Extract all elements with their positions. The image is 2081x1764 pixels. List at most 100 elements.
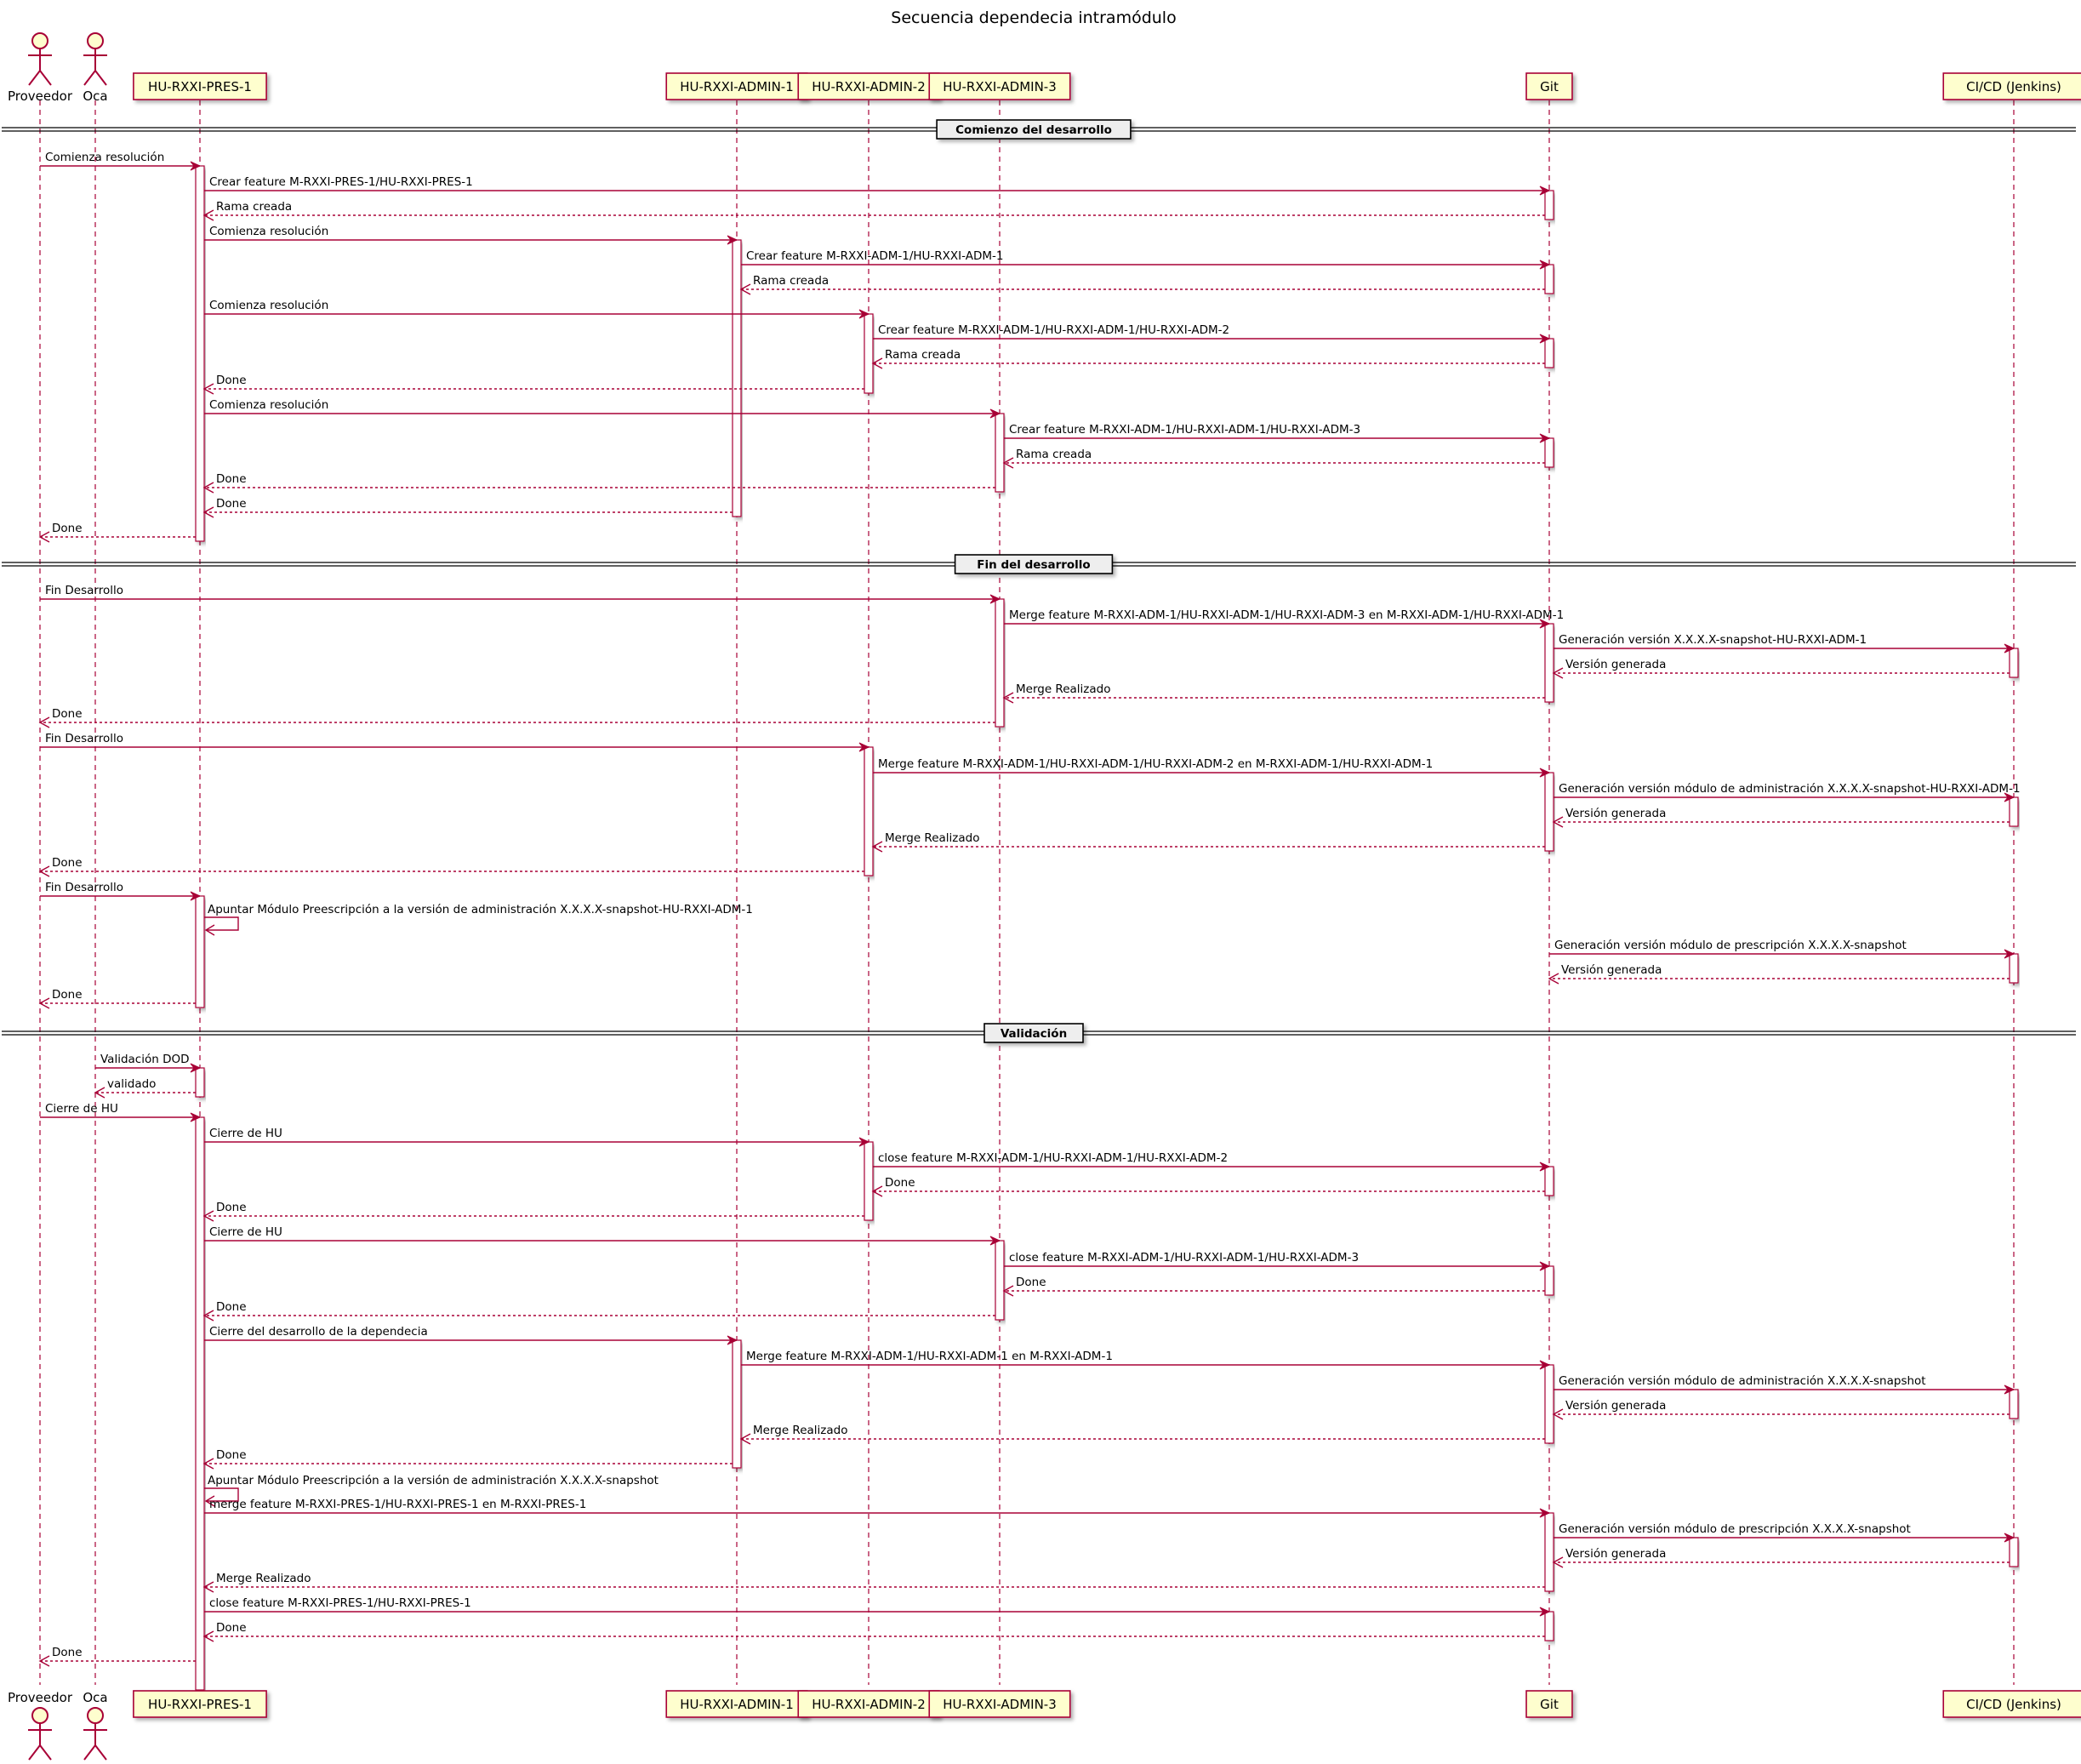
participant-box bbox=[665, 72, 808, 100]
message-label: Done bbox=[216, 1448, 247, 1462]
participant-adm3-bottom: HU-RXXI-ADMIN-3 bbox=[928, 1690, 1071, 1718]
message-line bbox=[204, 916, 239, 931]
message-label: Crear feature M-RXXI-ADM-1/HU-RXXI-ADM-1… bbox=[878, 323, 1229, 337]
divider-label: Comienzo del desarrollo bbox=[955, 123, 1112, 137]
activation-adm1 bbox=[732, 1339, 742, 1469]
activation-ci bbox=[2009, 1389, 2019, 1419]
participant-prov-bottom: Proveedor bbox=[8, 1690, 73, 1761]
message-54: Versión generada bbox=[1552, 1547, 2010, 1568]
arrowhead bbox=[871, 357, 883, 369]
message-26: Versión generada bbox=[1552, 807, 2010, 828]
arrowhead bbox=[1548, 973, 1559, 985]
arrowhead bbox=[871, 841, 883, 853]
message-35: validado bbox=[94, 1077, 196, 1099]
arrowhead bbox=[1002, 457, 1014, 469]
message-label: Done bbox=[216, 472, 247, 486]
arrowhead bbox=[190, 161, 202, 171]
message-label: close feature M-RXXI-ADM-1/HU-RXXI-ADM-1… bbox=[878, 1151, 1228, 1165]
message-label: Merge Realizado bbox=[1016, 682, 1110, 696]
message-36: Cierre de HU bbox=[40, 1102, 202, 1122]
participant-box bbox=[928, 72, 1071, 100]
actor-leg bbox=[83, 1744, 96, 1761]
message-label: Done bbox=[1016, 1276, 1046, 1289]
actor-leg bbox=[28, 70, 41, 86]
message-58: Done bbox=[38, 1646, 196, 1667]
message-45: Cierre del desarrollo de la dependecia bbox=[204, 1325, 738, 1345]
arrowhead bbox=[190, 891, 202, 901]
participant-label: Proveedor bbox=[8, 1690, 73, 1705]
arrowhead bbox=[38, 997, 50, 1009]
message-8: Crear feature M-RXXI-ADM-1/HU-RXXI-ADM-1… bbox=[873, 323, 1551, 344]
message-7: Comienza resolución bbox=[204, 299, 870, 319]
divider-2: Fin del desarrollo bbox=[2, 554, 2076, 574]
arrowhead bbox=[38, 531, 50, 543]
message-27: Merge Realizado bbox=[871, 831, 1545, 853]
message-label: Comienza resolución bbox=[45, 151, 164, 164]
message-29: Fin Desarrollo bbox=[40, 881, 202, 901]
message-28: Done bbox=[38, 856, 864, 877]
arrowhead bbox=[871, 1185, 883, 1197]
participant-oca-top: Oca bbox=[83, 32, 108, 104]
activation-adm2 bbox=[864, 1141, 874, 1221]
arrowhead bbox=[2004, 1533, 2015, 1543]
arrowhead bbox=[204, 924, 215, 936]
message-5: Crear feature M-RXXI-ADM-1/HU-RXXI-ADM-1 bbox=[741, 249, 1551, 270]
message-53: Generación versión módulo de prescripció… bbox=[1554, 1522, 2015, 1543]
activation-git bbox=[1544, 1512, 1554, 1592]
message-23: Fin Desarrollo bbox=[40, 732, 870, 752]
divider-box bbox=[936, 119, 1132, 140]
activation-adm3 bbox=[995, 413, 1005, 493]
message-20: Versión generada bbox=[1552, 658, 2010, 679]
message-label: Validación DOD bbox=[100, 1053, 190, 1066]
message-3: Rama creada bbox=[202, 200, 1545, 221]
participant-adm2-top: HU-RXXI-ADMIN-2 bbox=[797, 72, 940, 100]
actor-icon bbox=[87, 1707, 104, 1724]
message-57: Done bbox=[202, 1621, 1545, 1642]
message-label: Versión generada bbox=[1565, 1547, 1666, 1561]
message-15: Done bbox=[202, 497, 733, 518]
actor-leg bbox=[83, 70, 96, 86]
arrowhead bbox=[989, 1236, 1001, 1246]
activation-git bbox=[1544, 623, 1554, 703]
arrowhead bbox=[38, 865, 50, 877]
participant-box bbox=[133, 1690, 267, 1718]
message-47: Generación versión módulo de administrac… bbox=[1554, 1374, 2015, 1395]
participant-label: Git bbox=[1540, 79, 1559, 94]
arrowhead bbox=[202, 1581, 214, 1593]
activation-adm3 bbox=[995, 1240, 1005, 1321]
arrowhead bbox=[38, 1655, 50, 1667]
activation-adm1 bbox=[732, 239, 742, 517]
message-11: Comienza resolución bbox=[204, 398, 1001, 419]
message-label: Done bbox=[216, 1201, 247, 1214]
message-46: Merge feature M-RXXI-ADM-1/HU-RXXI-ADM-1… bbox=[741, 1350, 1551, 1370]
arrowhead bbox=[1539, 186, 1551, 196]
participant-box bbox=[1525, 1690, 1573, 1718]
message-label: Generación versión módulo de prescripció… bbox=[1559, 1522, 1911, 1536]
participant-label: HU-RXXI-ADMIN-3 bbox=[943, 79, 1057, 94]
message-label: Apuntar Módulo Preescripción a la versió… bbox=[208, 1474, 659, 1487]
message-label: Crear feature M-RXXI-PRES-1/HU-RXXI-PRES… bbox=[209, 175, 473, 189]
participant-adm1-bottom: HU-RXXI-ADMIN-1 bbox=[665, 1690, 808, 1718]
arrowhead bbox=[1539, 768, 1551, 778]
divider-box bbox=[954, 554, 1114, 574]
activation-git bbox=[1544, 437, 1554, 468]
message-33: Done bbox=[38, 988, 196, 1009]
message-55: Merge Realizado bbox=[202, 1572, 1545, 1593]
arrowhead bbox=[858, 1137, 870, 1147]
message-label: close feature M-RXXI-PRES-1/HU-RXXI-PRES… bbox=[209, 1596, 471, 1610]
arrowhead bbox=[2004, 1384, 2015, 1395]
arrowhead bbox=[202, 1310, 214, 1322]
arrowhead bbox=[727, 1335, 738, 1345]
message-6: Rama creada bbox=[739, 274, 1545, 295]
message-50: Done bbox=[202, 1448, 733, 1470]
diagram-title: Secuencia dependecia intramódulo bbox=[891, 9, 1176, 27]
participant-ci-bottom: CI/CD (Jenkins) bbox=[1942, 1690, 2081, 1718]
divider-label: Validación bbox=[1001, 1027, 1067, 1041]
message-label: Done bbox=[52, 1646, 83, 1659]
activation-git bbox=[1544, 264, 1554, 294]
actor-leg bbox=[94, 1744, 107, 1761]
actor-leg bbox=[28, 1744, 41, 1761]
participant-box bbox=[1942, 1690, 2081, 1718]
activation-git bbox=[1544, 1611, 1554, 1641]
activation-ci bbox=[2009, 648, 2019, 678]
